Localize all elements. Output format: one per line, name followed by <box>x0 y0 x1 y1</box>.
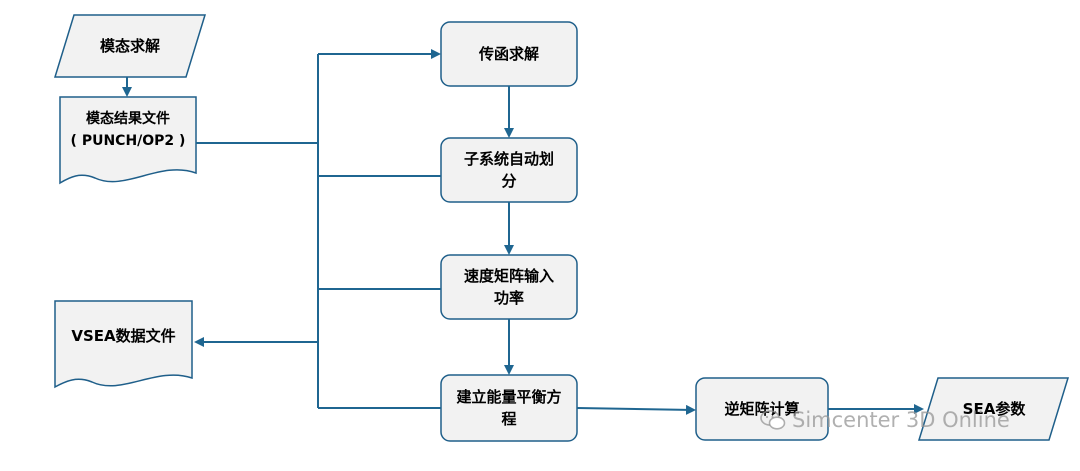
sea-params-label: SEA参数 <box>962 400 1026 418</box>
velocity-matrix-label: 速度矩阵输入 功率 <box>463 267 554 307</box>
inverse-matrix-label: 逆矩阵计算 <box>724 400 800 418</box>
vsea-data-file-label: VSEA数据文件 <box>71 327 176 345</box>
vsea-data-file-shape <box>54 300 193 389</box>
modal-solve-shape <box>53 14 207 78</box>
energy-balance-label: 建立能量平衡方 程 <box>456 388 562 428</box>
modal-result-file-label: 模态结果文件 ( PUNCH/OP2 ) <box>70 111 186 149</box>
arrow-energy-to-inverse <box>576 404 696 415</box>
watermark-text: Simcenter 3D Online <box>792 408 1010 432</box>
sea-params-shape <box>917 377 1070 441</box>
modal-result-file-shape <box>59 96 197 185</box>
modal-solve-label: 模态求解 <box>99 37 160 55</box>
watermark: Simcenter 3D Online <box>760 408 1010 432</box>
subsystem-partition-label: 子系统自动划 分 <box>463 150 554 190</box>
wechat-icon <box>760 410 786 430</box>
transfer-solve-label: 传函求解 <box>478 45 539 63</box>
